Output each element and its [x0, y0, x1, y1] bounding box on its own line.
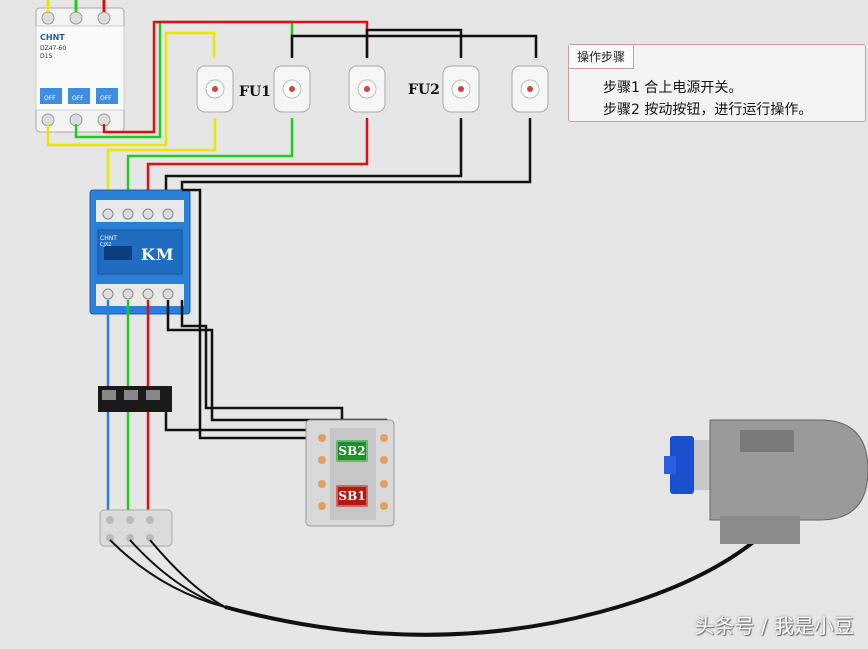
fuse-fu2-b [511, 65, 549, 113]
watermark: 头条号 / 我是小豆 [694, 614, 854, 638]
wires-breaker-to-fuses [46, 20, 538, 147]
breaker-model: DZ47-60 [40, 45, 66, 52]
contactor-brand: CHNT [100, 235, 117, 242]
thermal-relay[interactable] [98, 386, 172, 412]
svg-text:OFF: OFF [72, 95, 84, 102]
operation-steps-panel: 操作步骤 步骤1 合上电源开关。 步骤2 按动按钮，进行运行操作。 [568, 44, 866, 122]
step-2-text: 步骤2 按动按钮，进行运行操作。 [603, 102, 813, 118]
contactor-km[interactable]: CHNT CJX2 [89, 189, 191, 315]
motor[interactable] [664, 419, 868, 544]
fuse-fu1-l1 [196, 65, 234, 113]
svg-text:OFF: OFF [100, 95, 112, 102]
fuse-fu2-a [442, 65, 480, 113]
stop-button-sb1[interactable]: SB1 [336, 485, 368, 507]
start-button-sb2[interactable]: SB2 [336, 440, 368, 462]
pushbutton-station[interactable] [305, 419, 395, 527]
fuse-fu1-l2 [273, 65, 311, 113]
fuse-fu2-label: FU2 [408, 82, 440, 98]
terminal-block [99, 509, 173, 547]
motor-cable [109, 518, 780, 637]
fuse-fu1-l3 [348, 65, 386, 113]
contactor-model: CJX2 [100, 242, 112, 248]
panel-title: 操作步骤 [569, 45, 635, 69]
breaker-rating: D15 [40, 53, 52, 60]
breaker-brand: CHNT [40, 33, 65, 42]
svg-text:OFF: OFF [44, 95, 56, 102]
circuit-breaker[interactable]: OFF OFF OFF CHNT DZ47-60 D15 [35, 7, 125, 133]
incoming-wires [46, 0, 106, 12]
fuse-fu1-label: FU1 [239, 84, 271, 100]
step-1-text: 步骤1 合上电源开关。 [603, 80, 743, 96]
fuse-holders[interactable] [196, 65, 549, 113]
contactor-km-label: KM [141, 245, 175, 264]
